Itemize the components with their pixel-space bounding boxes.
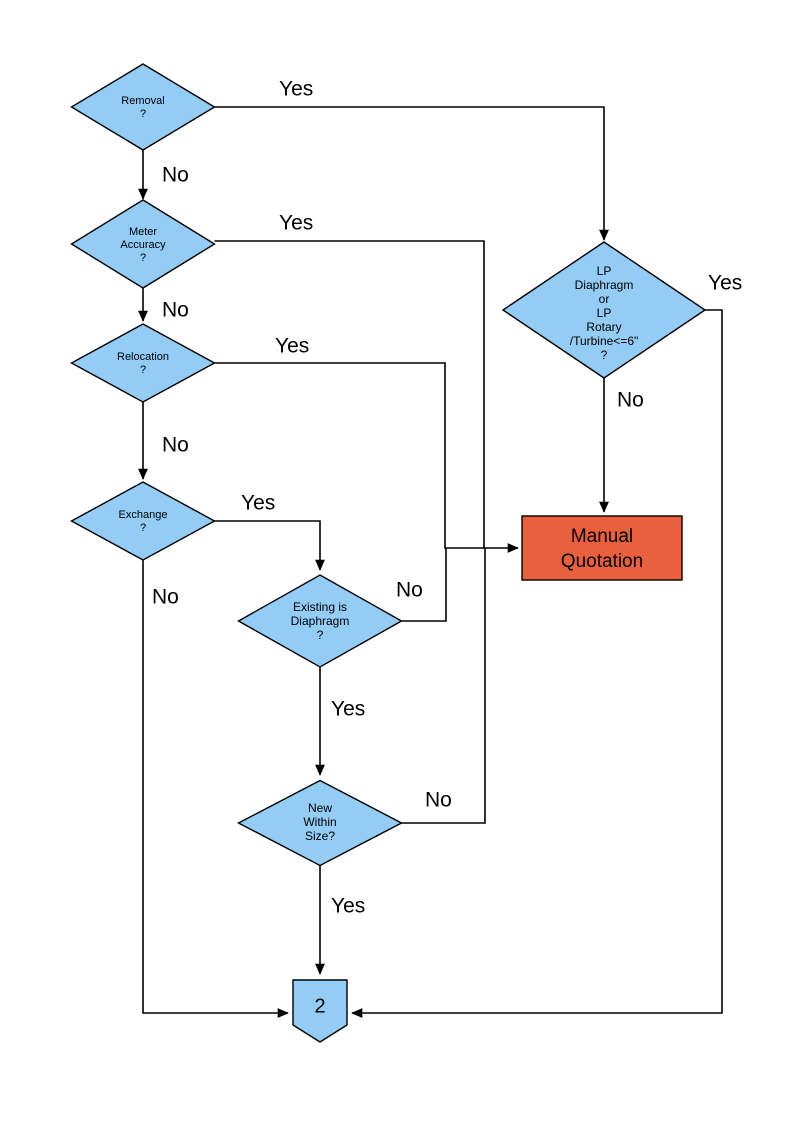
edge-label-removal-yes: Yes [279, 78, 313, 101]
exchange-label-line-2: ? [140, 522, 146, 534]
removal-diamond[interactable] [70, 63, 216, 151]
edge-label-removal-no: No [162, 164, 189, 187]
edge-lp-yes [351, 309, 723, 1018]
meter-accuracy-label-line-1: Meter [129, 226, 157, 238]
new-within-size-label-line-3: Size? [305, 829, 335, 843]
meter-accuracy-diamond[interactable] [70, 199, 216, 289]
lp-label-line-4: LP [597, 306, 612, 320]
lp-label-line-1: LP [597, 264, 612, 278]
relocation-diamond[interactable] [70, 323, 216, 403]
node-exchange[interactable]: Exchange ? [70, 481, 216, 561]
edge-existing-is-diaphragm-no [401, 548, 447, 622]
edge-label-lp-no: No [617, 389, 644, 412]
edge-exchange-yes [214, 520, 325, 571]
meter-accuracy-label-line-3: ? [140, 252, 146, 264]
edge-label-meter-accuracy-no: No [162, 299, 189, 322]
removal-label-line-1: Removal [121, 95, 164, 107]
manual-quotation-label-line-1: Manual [571, 526, 633, 547]
edge-label-existing-is-diaphragm-yes: Yes [331, 698, 365, 721]
removal-label-line-2: ? [140, 108, 146, 120]
edge-label-exchange-no: No [152, 586, 179, 609]
new-within-size-diamond[interactable] [236, 779, 404, 867]
edge-label-meter-accuracy-yes: Yes [279, 212, 313, 235]
edge-label-relocation-no: No [162, 434, 189, 457]
connector-2-label: 2 [314, 995, 325, 1017]
new-within-size-label-line-2: Within [303, 815, 336, 829]
edge-new-within-size-no [401, 548, 486, 824]
lp-label-line-3: or [599, 292, 610, 306]
lp-label-line-5: Rotary [586, 320, 621, 334]
lp-diaphragm-or-rotary-diamond[interactable] [501, 241, 707, 379]
exchange-diamond[interactable] [70, 481, 216, 561]
relocation-label-line-1: Relocation [117, 351, 169, 363]
edge-label-new-within-size-no: No [425, 789, 452, 812]
edge-label-exchange-yes: Yes [241, 492, 275, 515]
node-meter-accuracy[interactable]: Meter Accuracy ? [70, 199, 216, 289]
meter-accuracy-label-line-2: Accuracy [120, 239, 166, 251]
new-within-size-label-line-1: New [308, 801, 332, 815]
edge-exchange-no [142, 560, 289, 1018]
node-new-within-size[interactable]: New Within Size? [236, 779, 404, 867]
manual-quotation-box[interactable] [521, 515, 683, 581]
node-existing-is-diaphragm[interactable]: Existing is Diaphragm ? [237, 574, 403, 668]
existing-is-diaphragm-diamond[interactable] [237, 574, 403, 668]
edge-relocation-yes [214, 362, 484, 549]
lp-label-line-7: ? [601, 348, 608, 362]
existing-is-diaphragm-label-line-1: Existing is [293, 600, 347, 614]
existing-is-diaphragm-label-line-3: ? [317, 628, 324, 642]
edge-removal-yes [214, 106, 609, 241]
edge-meter-accuracy-yes [214, 240, 519, 553]
node-manual-quotation[interactable]: Manual Quotation [521, 515, 683, 581]
lp-label-line-6: /Turbine<=6" [570, 334, 639, 348]
manual-quotation-label-line-2: Quotation [561, 551, 643, 572]
node-lp-diaphragm-or-rotary[interactable]: LP Diaphragm or LP Rotary /Turbine<=6" ? [501, 241, 707, 379]
edge-label-relocation-yes: Yes [275, 335, 309, 358]
lp-label-line-2: Diaphragm [575, 278, 634, 292]
node-relocation[interactable]: Relocation ? [70, 323, 216, 403]
edge-label-lp-yes: Yes [708, 272, 742, 295]
edge-label-new-within-size-yes: Yes [331, 895, 365, 918]
relocation-label-line-2: ? [140, 364, 146, 376]
edge-label-existing-is-diaphragm-no: No [396, 579, 423, 602]
node-removal[interactable]: Removal ? [70, 63, 216, 151]
connector-2-shape[interactable] [292, 979, 348, 1043]
existing-is-diaphragm-label-line-2: Diaphragm [291, 614, 350, 628]
exchange-label-line-1: Exchange [119, 509, 168, 521]
node-connector-2[interactable]: 2 [292, 979, 348, 1043]
